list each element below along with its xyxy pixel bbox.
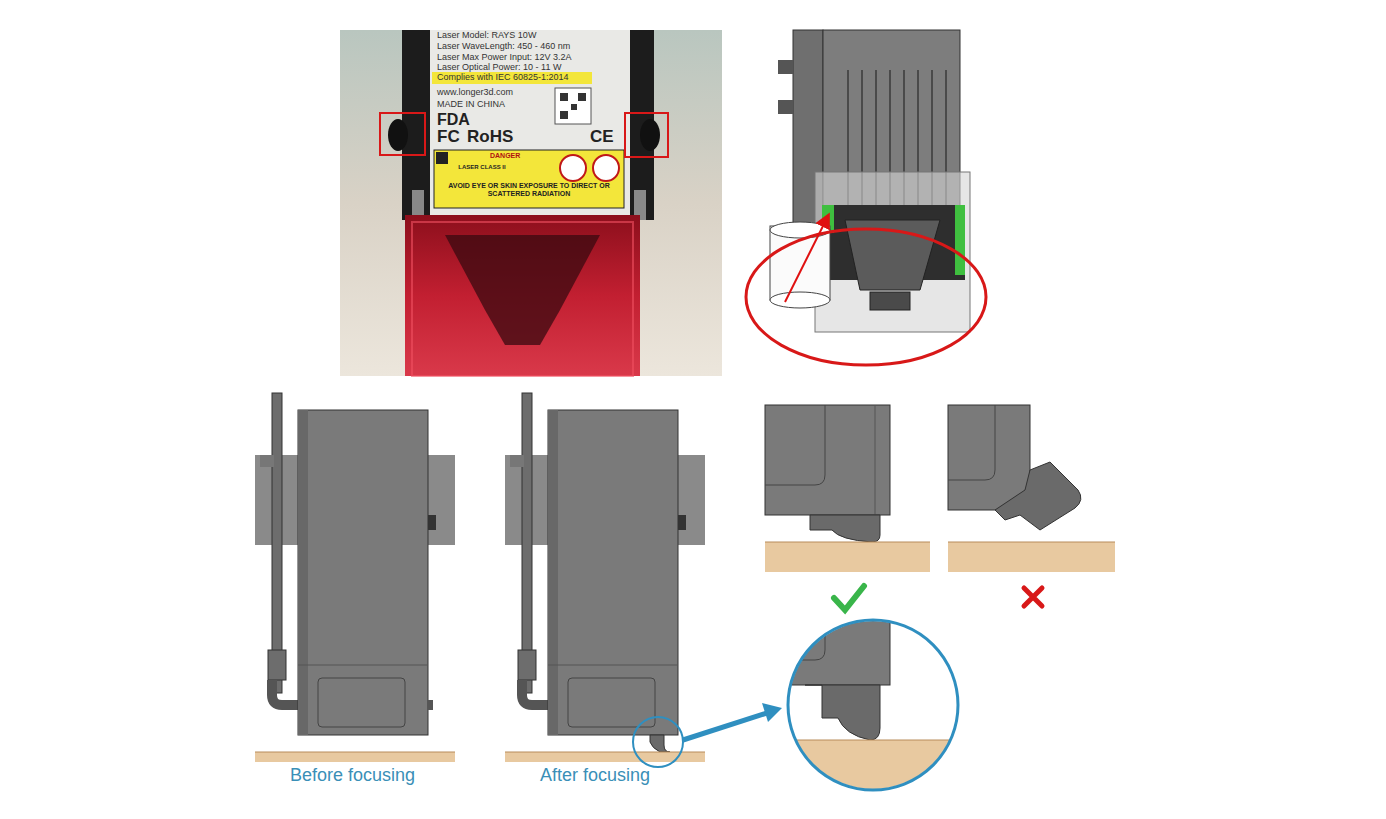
label-text: MADE IN CHINA xyxy=(437,100,505,110)
caption-label: Before focusing xyxy=(290,766,415,786)
after-focusing-figure xyxy=(505,393,782,767)
label-text: Laser WaveLength: 450 - 460 nm xyxy=(437,42,570,52)
logo-text: FC xyxy=(437,128,460,147)
warning-text: AVOID EYE OR SKIN EXPOSURE TO DIRECT OR … xyxy=(436,182,622,197)
label-text: Laser Model: RAYS 10W xyxy=(437,31,536,41)
label-text: Laser Max Power Input: 12V 3.2A xyxy=(437,53,572,63)
warning-text: LASER CLASS II xyxy=(452,164,512,171)
wrong-foot-view xyxy=(948,405,1115,606)
logo-text: RoHS xyxy=(467,128,513,147)
label-text: www.longer3d.com xyxy=(437,88,513,98)
photo xyxy=(340,30,722,376)
logo-text: CE xyxy=(590,128,614,147)
label-text: Complies with IEC 60825-1:2014 xyxy=(437,73,569,83)
cad-side-view xyxy=(746,30,986,365)
magnified-view xyxy=(760,600,1000,790)
caption-label: After focusing xyxy=(540,766,650,786)
before-focusing-figure xyxy=(255,393,455,762)
logo-text: FDA xyxy=(437,111,470,129)
label-text: Laser Optical Power: 10 - 11 W xyxy=(437,63,561,73)
correct-foot-view xyxy=(765,405,930,610)
warning-text: DANGER xyxy=(490,152,520,160)
